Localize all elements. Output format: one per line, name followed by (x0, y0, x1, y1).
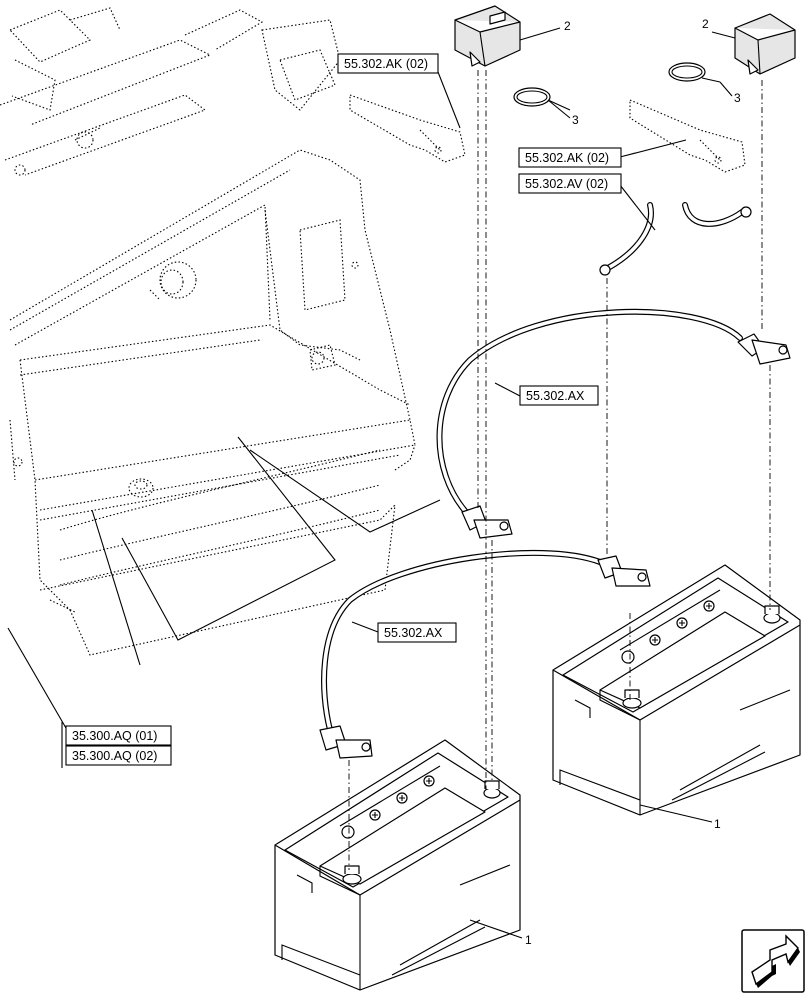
hold-down-strap-left (349, 94, 466, 163)
terminal-cover-left (454, 5, 521, 67)
battery-box-frame (0, 7, 416, 656)
cable-ax-upper (436, 308, 791, 539)
ref-label-35-300-aq-02[interactable]: 35.300.AQ (02) (65, 745, 172, 766)
box-leader-lines (7, 436, 441, 736)
svg-text:55.302.AX: 55.302.AX (384, 626, 443, 640)
hold-down-strap-right (629, 99, 746, 173)
callout-cover-right: 2 (702, 17, 709, 31)
assembly-lines (348, 70, 771, 870)
svg-text:55.302.AK (02): 55.302.AK (02) (344, 57, 428, 71)
battery-right (552, 564, 801, 816)
ref-label-55-302-ak-top[interactable]: 55.302.AK (02) (337, 53, 439, 74)
svg-text:55.302.AV (02): 55.302.AV (02) (525, 177, 608, 191)
cable-av (599, 202, 752, 276)
ref-label-55-302-av-right[interactable]: 55.302.AV (02) (518, 173, 622, 194)
callout-cover-left: 2 (564, 19, 571, 33)
callout-tie-left: 3 (572, 113, 579, 127)
next-page-button[interactable] (741, 929, 805, 993)
callout-battery-left: 1 (525, 933, 532, 947)
svg-text:55.302.AX: 55.302.AX (526, 389, 585, 403)
ref-label-35-300-aq-01[interactable]: 35.300.AQ (01) (65, 725, 172, 746)
terminal-cover-right (734, 13, 796, 75)
svg-text:35.300.AQ (01): 35.300.AQ (01) (72, 729, 157, 743)
callout-tie-right: 3 (734, 91, 741, 105)
svg-text:55.302.AK (02): 55.302.AK (02) (525, 151, 609, 165)
cable-ax-lower (319, 549, 651, 759)
svg-text:35.300.AQ (02): 35.300.AQ (02) (72, 749, 157, 763)
callout-leaders (351, 27, 736, 939)
cable-tie-left (513, 87, 571, 111)
ref-label-55-302-ax-upper[interactable]: 55.302.AX (519, 385, 599, 406)
ref-label-55-302-ax-lower[interactable]: 55.302.AX (377, 622, 457, 643)
cable-tie-right (668, 62, 721, 83)
ref-label-55-302-ak-right[interactable]: 55.302.AK (02) (518, 147, 622, 168)
callout-battery-right: 1 (714, 817, 721, 831)
next-page-arrow-icon (751, 934, 800, 988)
battery-left (274, 739, 521, 991)
